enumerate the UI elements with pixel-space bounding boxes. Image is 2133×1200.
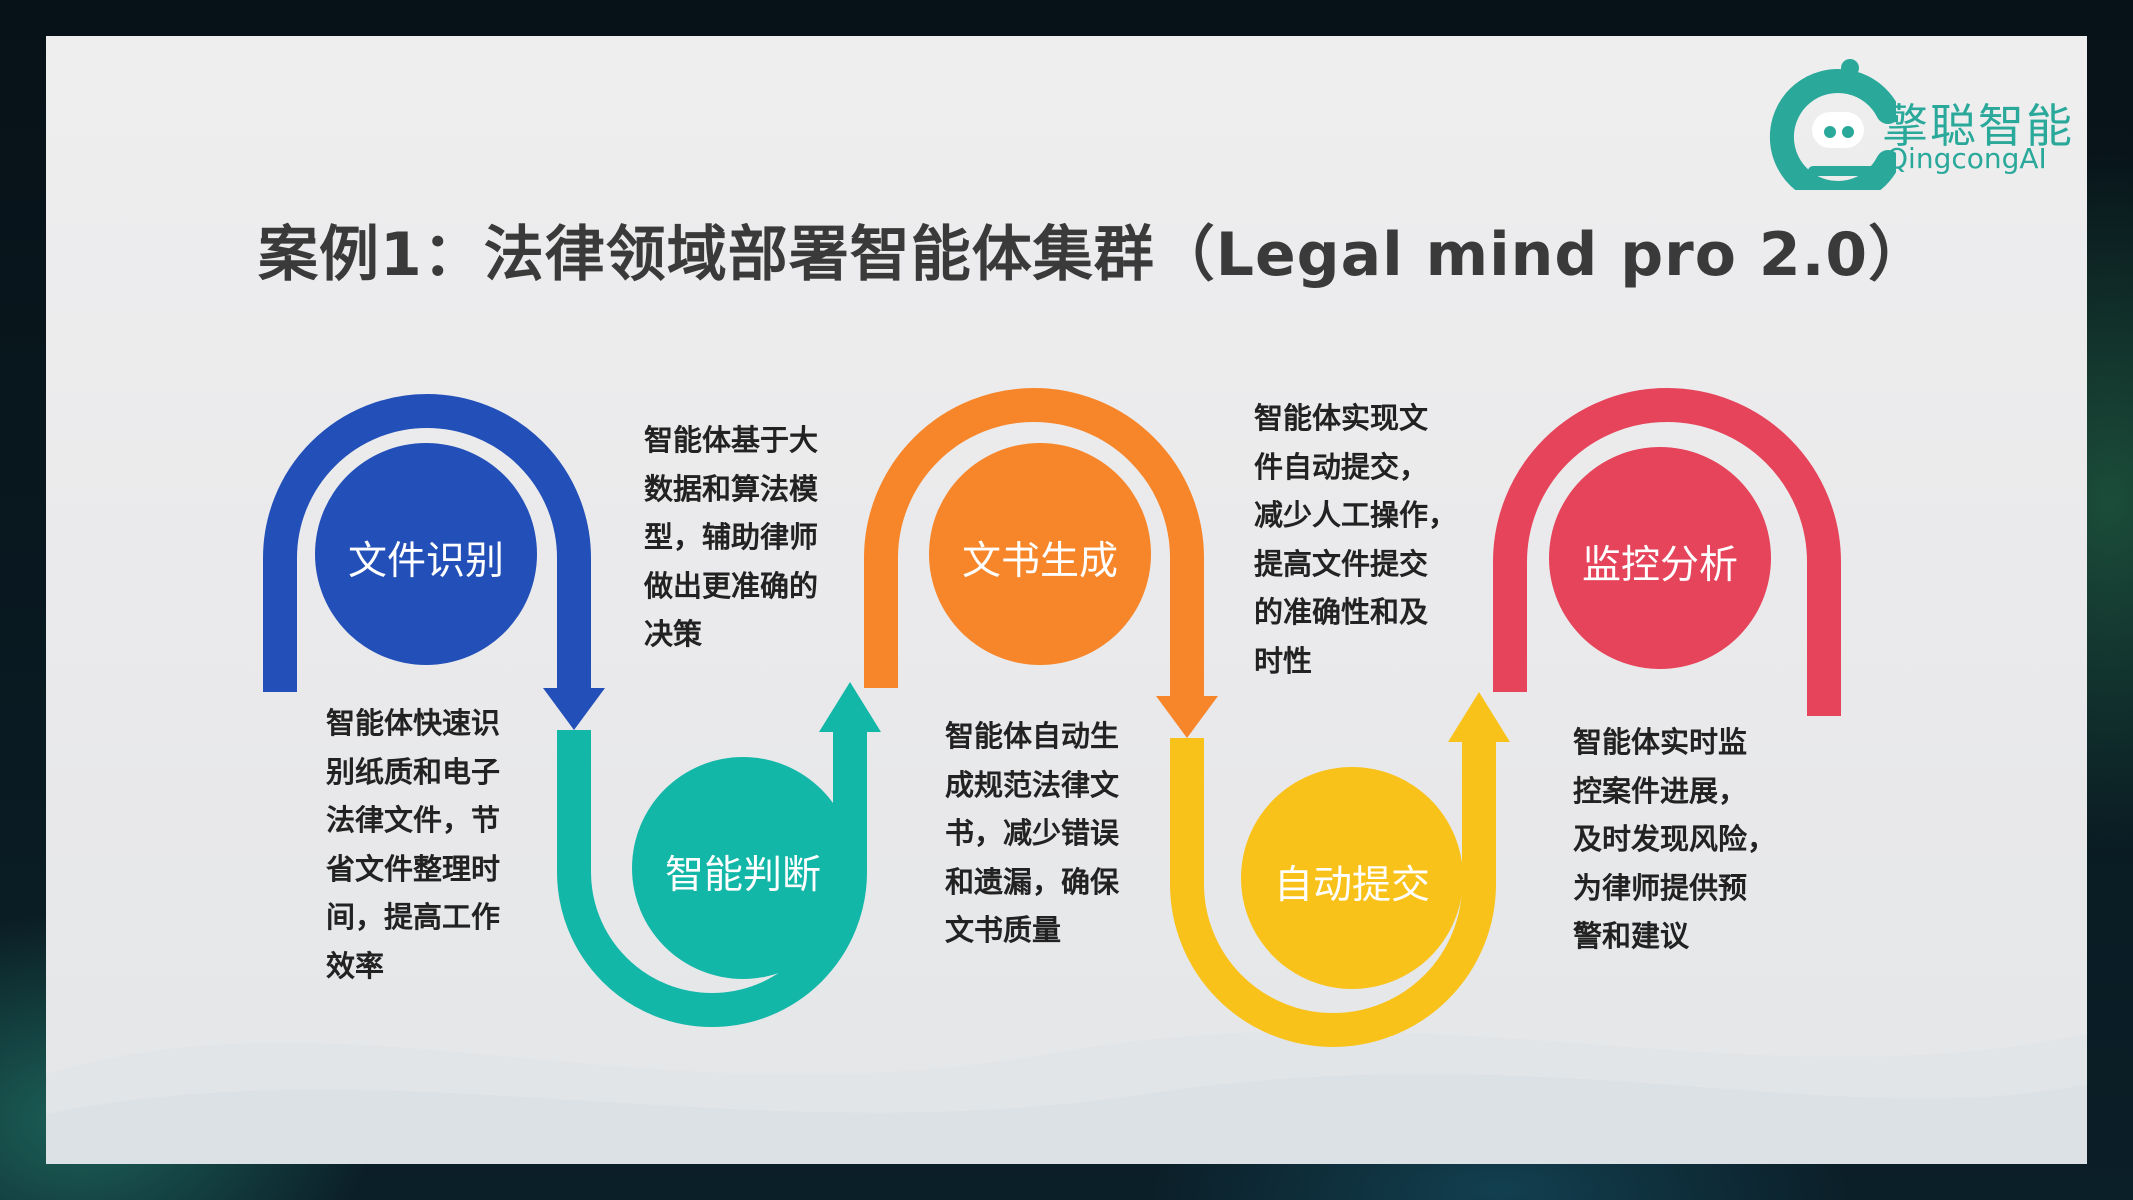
description-line: 成规范法律文 [945,767,1120,802]
flow-arrow-up-4 [1448,692,1510,742]
description-line: 书，减少错误 [945,816,1120,850]
description-line: 减少人工操作， [1254,498,1458,532]
description-line: 型，辅助律师 [644,520,819,554]
flow-arc-2 [557,730,867,1027]
description-line: 智能体快速识 [326,706,501,740]
decorative-wave [46,1031,2087,1164]
logo-text-en: QingcongAI [1886,142,2047,175]
process-flow-diagram [263,388,1841,1047]
step-description-1: 智能体快速识 别纸质和电子 法律文件，节 省文件整理时 间，提高工作 效率 [326,699,526,990]
step-label-3: 文书生成 [961,539,1118,584]
step-circle-3 [929,443,1151,665]
description-line: 决策 [644,617,703,651]
flow-arrow-down-1 [543,688,605,730]
description-line: 为律师提供预 [1573,870,1748,905]
step-label-5: 监控分析 [1581,543,1738,588]
step-label-2: 智能判断 [664,853,821,898]
description-line: 文书质量 [945,913,1062,947]
description-line: 数据和算法模 [644,471,819,506]
description-line: 智能体自动生 [945,719,1120,753]
step-description-2: 智能体基于大 数据和算法模 型，辅助律师 做出更准确的 决策 [644,416,844,659]
description-line: 做出更准确的 [644,568,819,603]
step-circle-2 [632,757,854,979]
description-line: 及时发现风险， [1573,822,1777,856]
description-line: 和遗漏，确保 [945,864,1120,899]
page-title: 案例1：法律领域部署智能体集群（Legal mind pro 2.0） [258,220,1930,290]
flow-arrow-up-2 [819,682,881,732]
description-line: 警和建议 [1573,919,1690,953]
description-line: 件自动提交， [1254,449,1429,484]
slide: 擎聪智能 QingcongAI 案例1：法律领域部署智能体集群（Legal mi… [46,36,2087,1164]
description-line: 智能体实时监 [1573,725,1748,759]
step-description-4: 智能体实现文 件自动提交， 减少人工操作， 提高文件提交 的准确性和及 时性 [1254,394,1458,685]
description-line: 智能体基于大 [644,423,819,457]
step-label-1: 文件识别 [347,539,504,584]
description-line: 的准确性和及 [1254,595,1429,629]
logo-text-cn: 擎聪智能 [1882,99,2074,153]
description-line: 效率 [326,948,385,983]
flow-arrow-down-3 [1156,696,1218,738]
description-line: 提高文件提交 [1254,546,1429,581]
step-description-3: 智能体自动生 成规范法律文 书，减少错误 和遗漏，确保 文书质量 [945,712,1145,955]
description-line: 时性 [1254,643,1313,678]
flow-arc-3 [864,388,1204,696]
description-line: 智能体实现文 [1254,401,1429,435]
flow-arc-1 [263,394,591,692]
flow-arc-5 [1493,388,1841,716]
step-circle-1 [315,443,537,665]
flow-arc-4 [1170,738,1496,1047]
step-label-4: 自动提交 [1273,863,1430,908]
description-line: 省文件整理时 [326,851,501,886]
description-line: 别纸质和电子 [326,754,501,789]
step-description-5: 智能体实时监 控案件进展， 及时发现风险， 为律师提供预 警和建议 [1573,718,1777,961]
description-line: 法律文件，节 [326,803,501,837]
step-circle-5 [1549,447,1771,669]
step-circle-4 [1241,767,1463,989]
description-line: 间，提高工作 [326,900,501,934]
description-line: 控案件进展， [1573,773,1748,808]
